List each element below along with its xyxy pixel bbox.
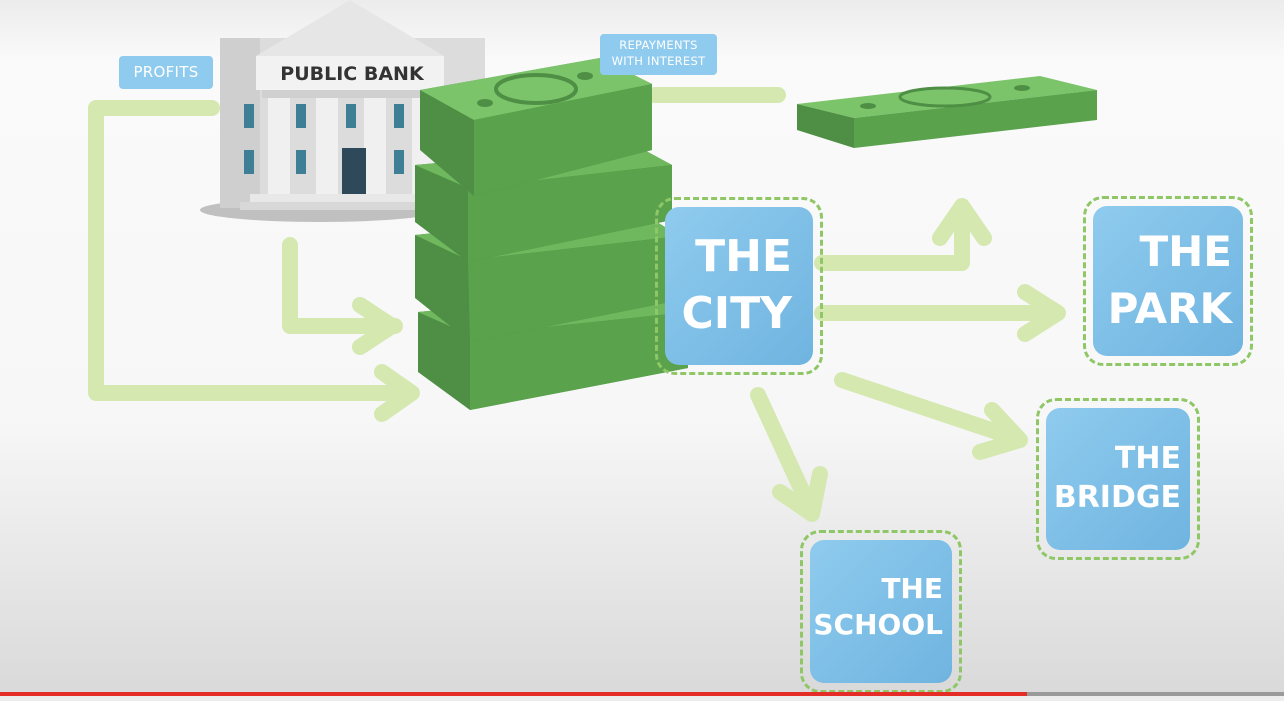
city-to-school-arrow [750, 387, 818, 516]
repayments-label-line1: REPAYMENTS [619, 38, 698, 52]
money-stack [415, 58, 688, 410]
bridge-node: THE BRIDGE [1036, 398, 1200, 560]
park-box [1093, 206, 1243, 356]
bridge-line1: THE [1114, 441, 1181, 476]
city-to-park-arrow-head [1017, 284, 1066, 342]
flow-arrows [88, 87, 1066, 522]
bank-to-money-arrow-head [352, 297, 400, 355]
bank-to-money-arrow [282, 237, 403, 334]
school-box [810, 540, 952, 683]
park-text: THE PARK [1108, 224, 1232, 337]
bridge-line2: BRIDGE [1053, 480, 1181, 515]
bank-sign: PUBLIC BANK [280, 63, 424, 85]
city-line2: CITY [681, 288, 792, 340]
bridge-text: THE BRIDGE [1054, 439, 1181, 517]
video-progress-bar[interactable] [0, 692, 1284, 696]
repayments-label-line2: WITH INTEREST [611, 54, 706, 68]
city-to-bridge-arrow [834, 372, 1023, 446]
park-line1: THE [1139, 227, 1233, 276]
school-line2: SCHOOL [813, 608, 943, 642]
profits-label: PROFITS [119, 56, 213, 89]
city-to-bridge-arrow-head [972, 402, 1028, 460]
video-progress-played [0, 692, 1028, 696]
city-line1: THE [695, 231, 792, 282]
profits-arrow [88, 100, 418, 401]
city-up-arrow-head [932, 198, 992, 246]
bridge-box [1046, 408, 1190, 550]
repayments-label: REPAYMENTS WITH INTEREST [600, 34, 717, 75]
city-to-school-arrow-head [772, 466, 828, 522]
city-box [665, 207, 813, 365]
city-up-arrow [814, 206, 970, 271]
school-text: THE SCHOOL [813, 571, 943, 644]
school-line1: THE [881, 572, 943, 605]
city-node: THE CITY [655, 197, 823, 375]
school-node: THE SCHOOL [800, 530, 962, 693]
park-line2: PARK [1107, 283, 1232, 333]
park-node: THE PARK [1083, 196, 1253, 366]
repayment-bill [797, 76, 1097, 148]
city-text: THE CITY [681, 228, 792, 342]
profits-arrow-head [374, 364, 420, 422]
